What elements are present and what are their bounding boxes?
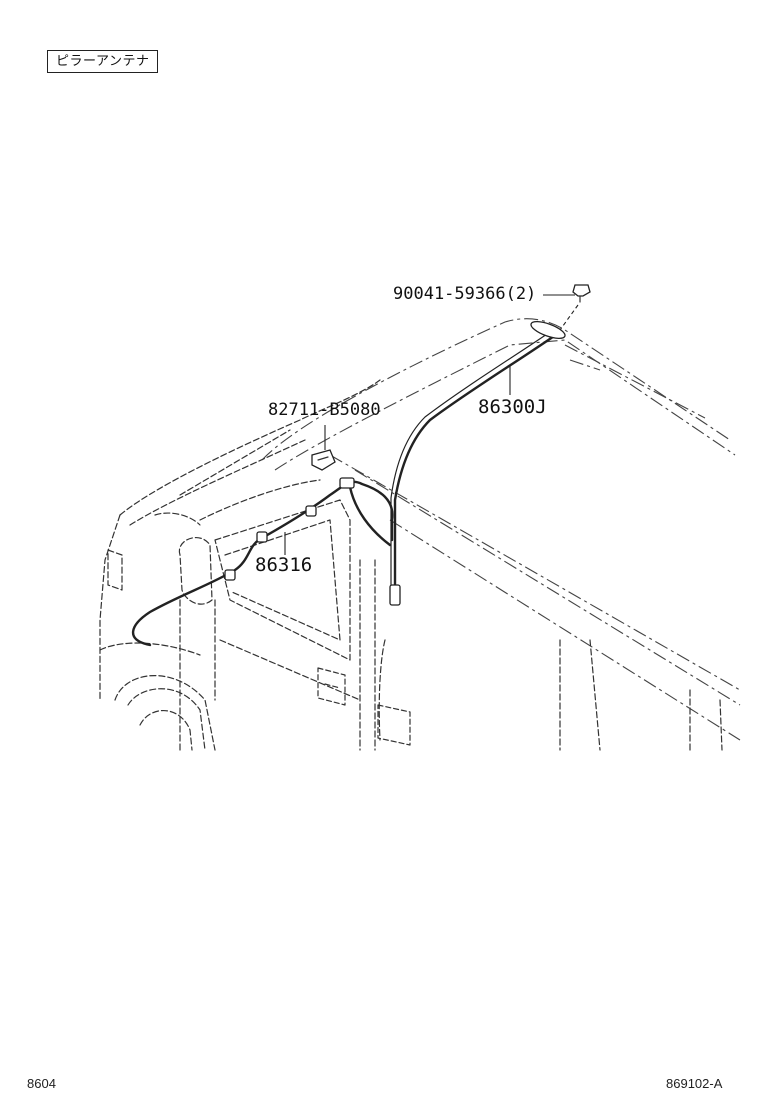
cable-clip-2	[256, 531, 268, 543]
roof-outline	[261, 318, 741, 741]
callout-clamp: 82711-B5080	[268, 400, 381, 420]
cable-clip-1	[224, 569, 236, 581]
screw-part	[572, 284, 591, 303]
callout-screw: 90041-59366(2)	[393, 284, 537, 304]
callout-cable: 86316	[255, 554, 313, 576]
clamp-part	[311, 449, 336, 471]
cable-clip-3	[305, 505, 317, 517]
extension-cable	[131, 477, 394, 647]
footer-left-code: 8604	[27, 1076, 56, 1091]
section-title: ピラーアンテナ	[47, 50, 159, 73]
body-outline	[99, 379, 723, 751]
cable-connector	[389, 584, 401, 606]
antenna-cable	[389, 321, 566, 606]
footer-right-code: 869102-A	[666, 1076, 723, 1091]
callout-antenna: 86300J	[478, 396, 547, 418]
leader-lines	[284, 294, 579, 555]
cable-connector-2	[339, 477, 355, 489]
antenna-base	[530, 321, 566, 339]
